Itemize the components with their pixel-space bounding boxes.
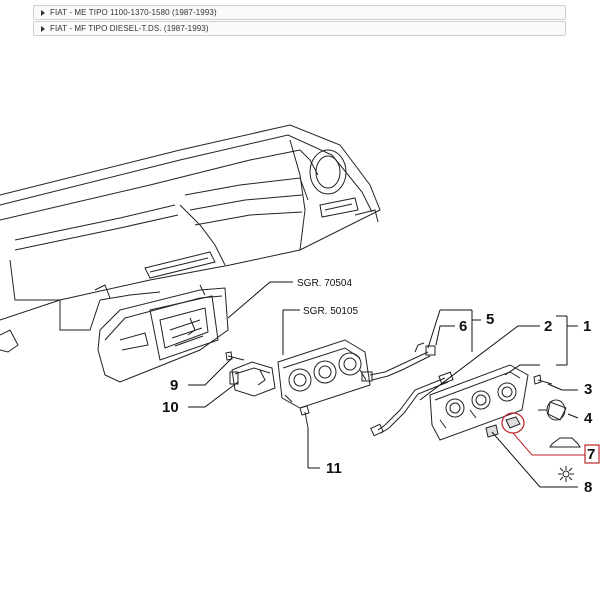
callout-2: 2 <box>544 318 552 335</box>
callout-3: 3 <box>584 381 592 398</box>
leader-lines <box>188 281 579 488</box>
callout-6: 6 <box>459 318 467 335</box>
accordion-item-mf-tipo-diesel[interactable]: FIAT - MF TIPO DIESEL-T.DS. (1987-1993) <box>33 21 566 36</box>
callout-8: 8 <box>584 479 592 496</box>
callout-10: 10 <box>162 399 179 416</box>
expand-arrow-icon <box>41 10 45 16</box>
accordion-label: FIAT - ME TIPO 1100-1370-1580 (1987-1993… <box>50 8 217 17</box>
small-parts-drawing <box>225 339 581 482</box>
callout-7: 7 <box>587 446 595 463</box>
dashboard-drawing <box>0 124 381 383</box>
callout-5: 5 <box>486 311 494 328</box>
leader-line-part-7 <box>512 432 585 456</box>
accordion-item-me-tipo[interactable]: FIAT - ME TIPO 1100-1370-1580 (1987-1993… <box>33 5 566 20</box>
group-ref-50105: SGR. 50105 <box>303 306 358 317</box>
heater-control-drawing <box>361 342 529 441</box>
callout-11: 11 <box>326 460 342 477</box>
group-ref-70504: SGR. 70504 <box>297 278 352 289</box>
callout-9: 9 <box>170 377 178 394</box>
callout-1: 1 <box>583 318 591 335</box>
callout-4: 4 <box>584 410 593 427</box>
accordion-label: FIAT - MF TIPO DIESEL-T.DS. (1987-1993) <box>50 24 209 33</box>
expand-arrow-icon <box>41 26 45 32</box>
callout-box-part-7 <box>584 444 600 464</box>
